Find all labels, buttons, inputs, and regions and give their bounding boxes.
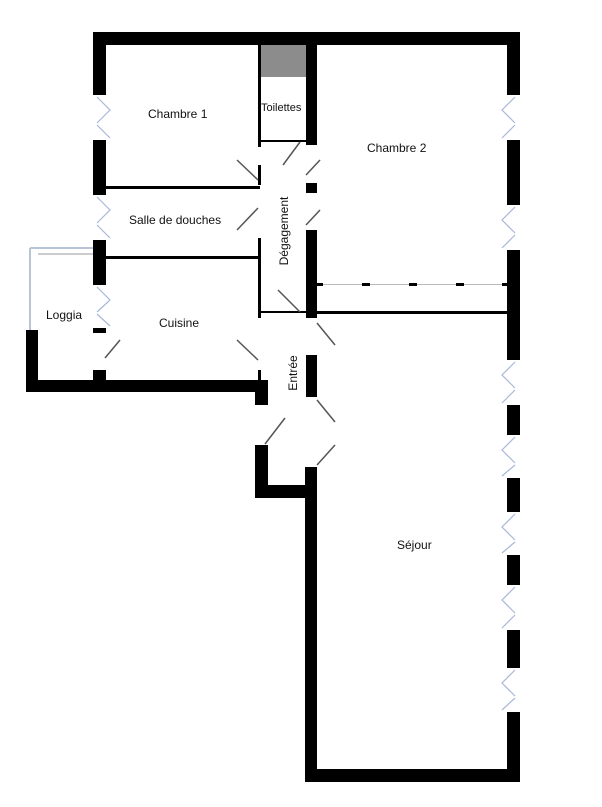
wall-kitchen-bottom xyxy=(26,380,268,392)
room-label-chambre2: Chambre 2 xyxy=(367,141,427,155)
partition xyxy=(106,186,260,189)
loggia-railing xyxy=(29,247,93,330)
wall-right xyxy=(507,250,520,360)
room-label-toilettes: Toilettes xyxy=(261,102,302,114)
wall-corridor-right xyxy=(306,230,317,318)
room-label-entree: Entrée xyxy=(286,355,300,391)
partition xyxy=(106,256,260,259)
wall-top xyxy=(93,32,520,45)
partition xyxy=(317,311,507,314)
room-label-chambre1: Chambre 1 xyxy=(148,107,208,121)
room-label-loggia: Loggia xyxy=(46,308,83,322)
wall-loggia xyxy=(26,330,38,392)
wall-right xyxy=(507,140,520,205)
partition xyxy=(261,140,306,142)
windows xyxy=(96,96,516,711)
room-label-sejour: Séjour xyxy=(397,538,432,552)
wall-entree xyxy=(255,485,317,498)
toilet-fixture xyxy=(261,45,306,77)
wall-bottom xyxy=(305,769,520,782)
wall-left xyxy=(93,328,106,333)
wall-left xyxy=(93,32,106,95)
walls xyxy=(26,32,520,782)
wall-right xyxy=(507,405,520,435)
wall-right xyxy=(507,555,520,585)
wall-entree xyxy=(255,445,268,498)
wall-right xyxy=(507,630,520,668)
wall-left xyxy=(93,140,106,195)
partition xyxy=(261,311,306,313)
wall-corridor-right xyxy=(305,467,317,497)
wall-right xyxy=(507,478,520,512)
wall-right xyxy=(507,712,520,782)
wall-corridor-right xyxy=(306,45,317,145)
partition-corridor xyxy=(258,238,261,318)
wall-corridor-right xyxy=(306,355,317,397)
partition-corridor xyxy=(258,45,261,147)
partition-corridor xyxy=(258,370,261,385)
wall-right xyxy=(507,32,520,95)
wall-sejour-left xyxy=(305,467,317,782)
wall-left xyxy=(93,240,106,285)
room-label-salle-de-douches: Salle de douches xyxy=(129,213,222,227)
wall-corridor-right xyxy=(306,183,317,193)
room-label-degagement: Dégagement xyxy=(277,196,291,266)
doors xyxy=(104,141,336,466)
room-label-cuisine: Cuisine xyxy=(159,316,200,330)
partition-corridor xyxy=(258,165,261,185)
